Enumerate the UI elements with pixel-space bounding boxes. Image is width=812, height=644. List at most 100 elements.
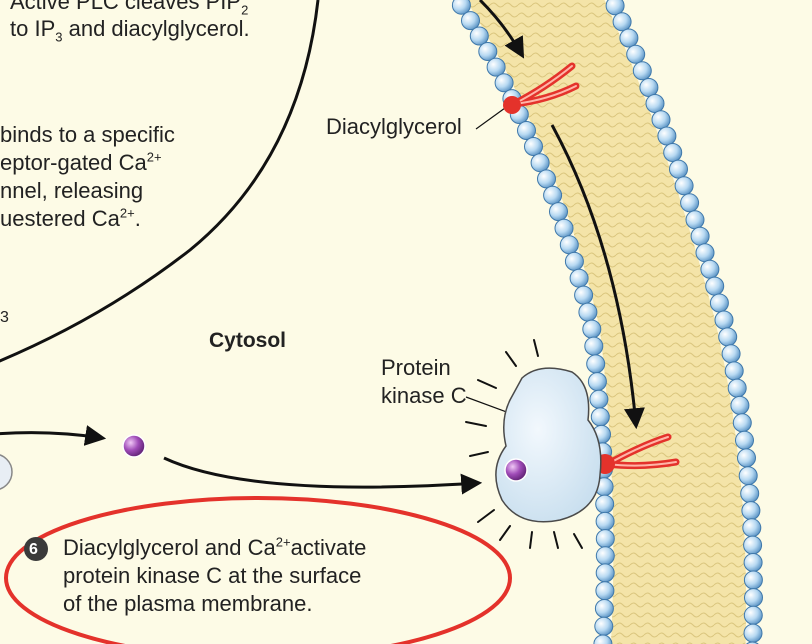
lipid-head (478, 42, 498, 61)
lipid-head (645, 94, 665, 113)
lipid-head (735, 430, 754, 450)
step6-line3: of the plasma membrane. (63, 591, 313, 616)
lipid-head (584, 336, 604, 356)
lipid-head (705, 276, 725, 296)
lipid-head (626, 44, 646, 64)
left-annotation-line4: uestered Ca2+. (0, 205, 141, 231)
lipid-head (612, 12, 632, 32)
lipid-head (674, 176, 694, 196)
step6-number: 6 (29, 541, 38, 558)
lipid-head (517, 121, 536, 140)
top-annotation-line2: to IP3 and diacylglycerol. (10, 16, 250, 45)
lipid-head (680, 193, 700, 213)
cytosol-label: Cytosol (209, 329, 287, 352)
lipid-head (593, 634, 613, 644)
lipid-head (543, 185, 563, 205)
lipid-head (700, 259, 720, 279)
top-annotation: Active PLC cleaves PIP2 to IP3 and diacy… (10, 0, 250, 45)
lipid-head (486, 57, 506, 77)
step6-line1: Diacylglycerol and Ca2+activate (63, 534, 367, 560)
lipid-head (582, 319, 602, 339)
lipid-head (709, 293, 729, 313)
lipid-head (743, 570, 763, 590)
left-annotation-line3: nnel, releasing (0, 178, 144, 203)
lipid-head (730, 395, 750, 415)
lipid-head (530, 153, 550, 173)
lipid-head (595, 581, 615, 601)
lipid-head (639, 78, 659, 97)
arrow-into-membrane (478, 0, 525, 59)
lipid-head (537, 169, 556, 189)
plc-boundary-curve (0, 0, 320, 363)
partial-shape-left (0, 454, 13, 490)
lipid-head (559, 235, 579, 255)
left-fragment: 3 (0, 309, 9, 326)
pkc-label-line1: Protein (381, 355, 451, 380)
lipid-head (595, 563, 615, 583)
lipid-head (554, 218, 574, 238)
lipid-head (742, 518, 762, 538)
lipid-head (657, 126, 677, 146)
step6-highlight-oval (4, 496, 512, 644)
arrow-to-calcium (0, 425, 107, 446)
arrow-calcium-to-pkc (163, 456, 483, 495)
lipid-head (727, 378, 747, 398)
lipid-head (714, 310, 734, 330)
lipid-head (632, 61, 652, 81)
lipid-head (724, 361, 744, 381)
lipid-head (619, 28, 639, 48)
lipid-head (595, 494, 615, 514)
calcium-ion-free (122, 434, 146, 458)
diacylglycerol-molecule-upper (503, 62, 580, 114)
left-annotation-line1: binds to a specific (0, 122, 175, 147)
lipid-head (595, 546, 615, 566)
lipid-head (569, 268, 589, 288)
lipid-head (732, 413, 752, 433)
lipid-head (549, 202, 568, 222)
lipid-head (685, 210, 705, 230)
lipid-head (721, 344, 741, 364)
protein-kinase-c (495, 367, 602, 523)
lipid-head (589, 389, 609, 409)
lipid-head (574, 285, 594, 305)
outer-leaflet-heads (605, 0, 763, 644)
arrow-dag-diffuse (550, 124, 645, 430)
step6-badge (24, 537, 48, 561)
lipid-head (690, 226, 710, 246)
lipid-head (524, 137, 543, 156)
lipid-head (586, 354, 606, 374)
lipid-head (469, 26, 489, 46)
lipid-head (741, 501, 761, 521)
left-annotation: binds to a specific eptor-gated Ca2+ nne… (0, 121, 175, 233)
lipid-head (595, 511, 615, 531)
lipid-head (461, 11, 480, 31)
lipid-head (587, 372, 607, 392)
pkc-leader (465, 396, 513, 415)
lipid-head (737, 448, 756, 468)
lipid-head (594, 599, 614, 618)
lipid-head (744, 588, 763, 608)
lipid-head (590, 407, 610, 427)
lipid-head (743, 623, 763, 643)
lipid-head (494, 73, 514, 93)
lipid-head (451, 0, 471, 15)
lipid-head (595, 529, 615, 549)
lipid-head (578, 302, 598, 322)
activation-burst-lines (465, 339, 583, 549)
lipid-head (743, 535, 763, 555)
lipid-head (594, 616, 614, 636)
lipid-head (718, 327, 738, 347)
pkc-label: Protein kinase C (381, 354, 467, 410)
lipid-head (605, 0, 625, 16)
lipid-head (740, 484, 760, 503)
diacylglycerol-label: Diacylglycerol (326, 114, 462, 139)
lipid-head (695, 243, 715, 263)
step6-line2: protein kinase C at the surface (63, 563, 362, 588)
diacylglycerol-leader (475, 107, 506, 130)
lipid-head (663, 143, 683, 162)
pkc-label-line2: kinase C (381, 383, 467, 408)
lipid-head (743, 553, 763, 572)
lipid-head (738, 466, 758, 486)
